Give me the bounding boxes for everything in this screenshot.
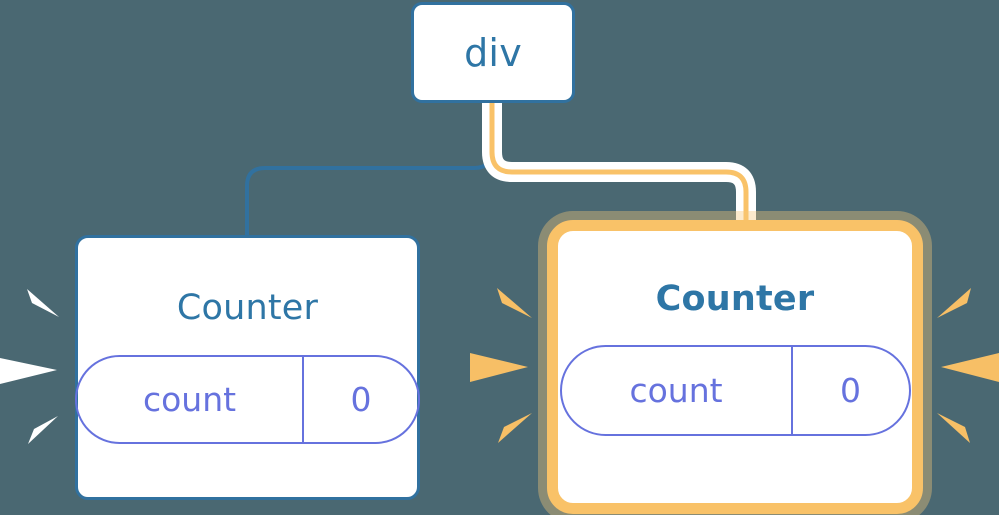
state-pill-right-key: count xyxy=(629,371,723,410)
sparkle-left-counter-white xyxy=(0,289,59,444)
sparkle-ray-white-top xyxy=(27,289,59,317)
sparkle-right-counter-orange-right xyxy=(937,288,999,443)
node-counter-right[interactable]: Counter count 0 xyxy=(547,220,923,514)
sparkle-ray-orange-r-middle xyxy=(941,353,999,382)
sparkle-ray-orange-l-middle xyxy=(470,353,528,382)
edge-div-to-right-counter xyxy=(489,97,749,241)
sparkle-ray-orange-r-bottom xyxy=(937,413,970,443)
state-pill-right-value: 0 xyxy=(790,347,909,434)
sparkle-ray-orange-r-top xyxy=(937,288,971,318)
edge-highlight-halo xyxy=(482,90,756,248)
edge-div-to-left-counter xyxy=(245,100,494,239)
sparkle-ray-orange-l-top xyxy=(497,288,532,318)
state-pill-left-value: 0 xyxy=(302,357,418,442)
sparkle-ray-orange-l-bottom xyxy=(498,413,532,443)
state-pill-left-key: count xyxy=(142,380,237,419)
node-counter-left[interactable]: Counter count 0 xyxy=(75,235,420,500)
node-counter-left-label: Counter xyxy=(176,288,319,328)
node-counter-right-label: Counter xyxy=(655,279,815,319)
state-pill-left[interactable]: count 0 xyxy=(75,355,420,444)
sparkle-ray-white-bottom xyxy=(28,416,58,444)
node-div-label: div xyxy=(464,30,522,75)
state-pill-right[interactable]: count 0 xyxy=(559,345,911,436)
sparkle-right-counter-orange-left xyxy=(470,288,532,443)
node-div[interactable]: div xyxy=(411,2,575,103)
sparkle-ray-white-middle xyxy=(0,358,57,384)
